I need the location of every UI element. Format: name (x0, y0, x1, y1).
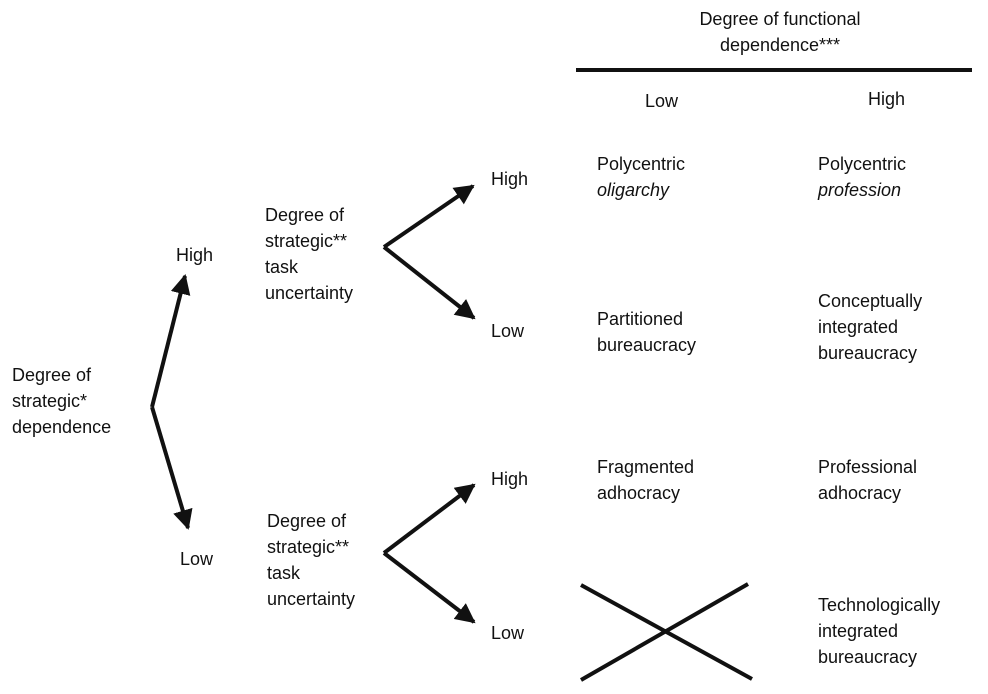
cell-fragmented-adhocracy: Fragmented adhocracy (597, 454, 694, 506)
cell-text: bureaucracy (597, 335, 697, 355)
upper-low-label: Low (491, 321, 525, 341)
lower-arrow-low (382, 551, 476, 624)
cell-polycentric-profession: Polycentric profession (818, 151, 906, 203)
upper-task-uncertainty-label: Degree of strategic** task uncertainty (265, 202, 353, 306)
lower-low-label: Low (491, 623, 525, 643)
upper-line-3: task (265, 257, 299, 277)
cell-text: Technologically (818, 595, 941, 615)
root-low-label: Low (180, 549, 214, 569)
lower-line-4: uncertainty (267, 589, 356, 609)
root-arrow-low (150, 406, 193, 530)
upper-arrow-low (382, 245, 476, 320)
upper-line-1: Degree of (265, 205, 345, 225)
cell-text: Polycentric (597, 154, 686, 174)
cell-text: adhocracy (818, 483, 902, 503)
upper-arrow-high (382, 184, 475, 249)
column-header-high: High (868, 89, 906, 109)
lower-line-2: strategic** (267, 537, 350, 557)
cell-text: bureaucracy (818, 647, 918, 667)
cell-polycentric-oligarchy: Polycentric oligarchy (597, 151, 685, 203)
cell-text: bureaucracy (818, 343, 918, 363)
cell-text: integrated (818, 317, 899, 337)
cell-text: Partitioned (597, 309, 684, 329)
column-header-low: Low (645, 91, 679, 111)
title-line-2: dependence*** (719, 35, 841, 55)
upper-high-label: High (491, 169, 529, 189)
functional-dependence-title: Degree of functional dependence*** (640, 6, 920, 58)
root-arrow-high (150, 274, 191, 408)
cell-conceptually-integrated-bureaucracy: Conceptually integrated bureaucracy (818, 288, 922, 366)
root-line-2: strategic* (12, 391, 88, 411)
cross-line-2 (580, 582, 749, 682)
cell-text: Conceptually (818, 291, 923, 311)
root-high-label: High (176, 245, 214, 265)
lower-high-label: High (491, 469, 529, 489)
upper-line-4: uncertainty (265, 283, 354, 303)
cell-text: adhocracy (597, 483, 681, 503)
cell-text: profession (818, 180, 902, 200)
title-line-1: Degree of functional (699, 9, 861, 29)
lower-arrow-high (382, 483, 476, 555)
lower-line-1: Degree of (267, 511, 347, 531)
cell-text: Professional (818, 457, 918, 477)
cell-text: integrated (818, 621, 899, 641)
cell-text: oligarchy (597, 180, 670, 200)
cell-text: Fragmented (597, 457, 695, 477)
cell-technologically-integrated-bureaucracy: Technologically integrated bureaucracy (818, 592, 940, 670)
cell-text: Polycentric (818, 154, 907, 174)
cell-partitioned-bureaucracy: Partitioned bureaucracy (597, 306, 696, 358)
root-line-1: Degree of (12, 365, 92, 385)
lower-task-uncertainty-label: Degree of strategic** task uncertainty (267, 508, 355, 612)
root-line-3: dependence (12, 417, 112, 437)
upper-line-2: strategic** (265, 231, 348, 251)
lower-line-3: task (267, 563, 301, 583)
cell-professional-adhocracy: Professional adhocracy (818, 454, 917, 506)
strategic-dependence-label: Degree of strategic* dependence (12, 362, 111, 440)
